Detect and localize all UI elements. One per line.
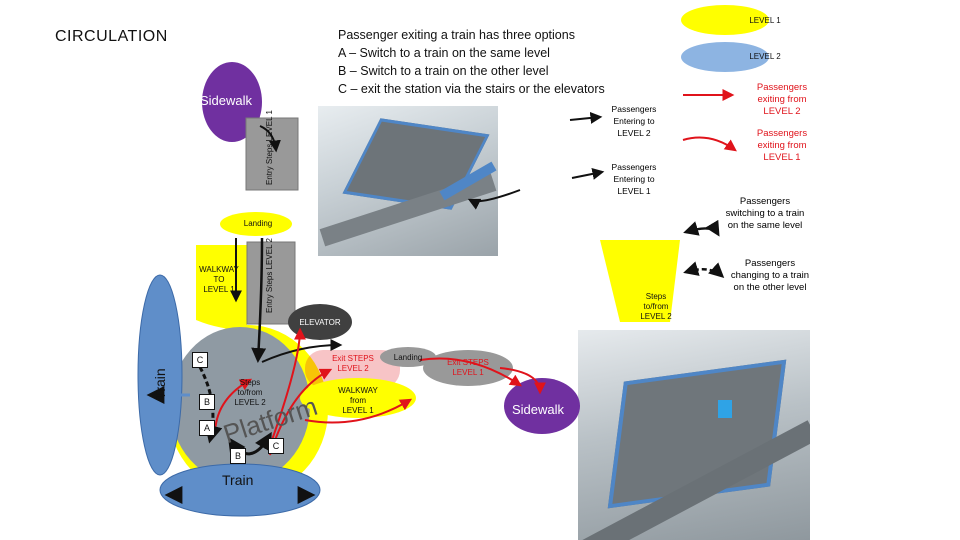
train-bottom-shape: [159, 463, 321, 517]
legend-enter-level1-arrow: [571, 167, 605, 180]
intro-line: B – Switch to a train on the other level: [338, 64, 549, 78]
legend-exit-level1-label: Passengers exiting from LEVEL 1: [756, 128, 808, 163]
flow-arrow-red: [499, 367, 546, 395]
landing-mid-shape: [380, 347, 436, 367]
landing-mid-label: Landing: [393, 353, 423, 362]
sidewalk-top-label: Sidewalk: [200, 93, 253, 108]
legend-enter-level1-label: Passengers Entering to LEVEL 1: [611, 162, 657, 196]
train-left-label: Train: [152, 368, 168, 400]
sidewalk-bottom-label: Sidewalk: [512, 402, 565, 417]
intro-line: A – Switch to a train on the same level: [338, 46, 550, 60]
steps-level2-right-shape: [600, 240, 680, 322]
legend-level1-swatch: [681, 5, 769, 35]
intro-text: Passenger exiting a train has three opti…: [338, 26, 605, 98]
flow-arrow-red: [419, 357, 523, 387]
legend-switch-same-label: Passengers switching to a train on the s…: [725, 196, 805, 231]
page-title: CIRCULATION: [55, 28, 168, 45]
legend-enter-level2-label: Passengers Entering to LEVEL 2: [611, 104, 657, 138]
flow-arrow-switch: [228, 431, 272, 457]
flow-arrow-red: [271, 327, 306, 441]
option-marker-c2: C: [268, 438, 284, 454]
walkway-from-level1-shape: [300, 378, 416, 418]
legend-switch-other-arrow: [683, 261, 725, 279]
option-marker-c: C: [192, 352, 208, 368]
elevator-label: ELEVATOR: [299, 318, 341, 327]
flow-arrow: [261, 339, 343, 363]
entry-steps-level1-shape: [245, 117, 299, 191]
legend-level2-swatch: [681, 42, 769, 72]
landing-top-shape: [220, 212, 292, 236]
train-left-shape: [137, 274, 183, 476]
intro-line: C – exit the station via the stairs or t…: [338, 82, 605, 96]
legend-exit-level1-arrow: [682, 136, 737, 152]
train-bottom-label: Train: [222, 472, 254, 488]
station-render-bottom: [578, 330, 810, 540]
legend-exit-level2-label: Passengers exiting from LEVEL 2: [756, 82, 808, 117]
station-render-top: [318, 106, 498, 256]
legend-switch-other-label: Passengers changing to a train on the ot…: [730, 258, 810, 293]
walkway-to-level1-shape: [196, 245, 247, 330]
entry-steps-level2-label: Entry Steps LEVEL 2: [265, 238, 274, 313]
legend-level1-label: LEVEL 1: [749, 16, 781, 25]
landing-top-label: Landing: [243, 219, 273, 228]
option-marker-b2: B: [230, 448, 246, 464]
entry-steps-level1-label: Entry Steps LEVEL 1: [265, 110, 274, 185]
flow-arrow-red: [304, 398, 413, 424]
sidewalk-bottom-shape: [504, 378, 580, 434]
flow-arrow: [251, 237, 267, 363]
legend-switch-same-arrow: [683, 219, 720, 237]
legend-enter-level2-arrow: [569, 111, 603, 124]
option-marker-b: B: [199, 394, 215, 410]
legend-level2-label: LEVEL 2: [749, 52, 781, 61]
flow-arrow: [467, 189, 521, 210]
intro-line: Passenger exiting a train has three opti…: [338, 28, 575, 42]
option-marker-a: A: [199, 420, 215, 436]
entry-steps-level2-shape: [246, 241, 296, 325]
flow-arrow: [259, 125, 281, 153]
